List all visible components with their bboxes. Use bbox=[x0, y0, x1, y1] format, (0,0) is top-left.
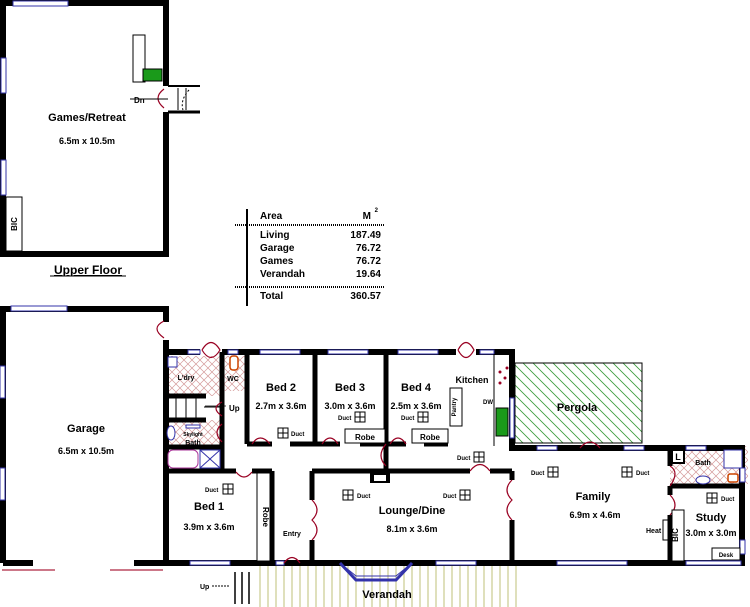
ground-floor: Garage 6.5m x 10.5m bbox=[0, 305, 748, 607]
bed4-name: Bed 4 bbox=[401, 382, 432, 394]
upper-floor-caption: Upper Floor bbox=[54, 263, 122, 277]
toilet-icon bbox=[229, 355, 239, 371]
bed4-size: 2.5m x 3.6m bbox=[390, 401, 441, 411]
robe-label: Robe bbox=[355, 433, 376, 442]
area-row-name: Games bbox=[260, 256, 294, 267]
bed1-size: 3.9m x 3.6m bbox=[183, 522, 234, 532]
desk-label: Desk bbox=[719, 553, 734, 559]
verandah bbox=[256, 565, 518, 607]
area-unit-sup: 2 bbox=[375, 208, 379, 214]
kitchen-label: Kitchen bbox=[455, 375, 488, 385]
robe-label: Robe bbox=[420, 433, 441, 442]
area-row-name: Verandah bbox=[260, 269, 305, 280]
toilet-icon bbox=[727, 473, 739, 483]
window bbox=[0, 57, 7, 94]
upper-floor: BIC Dn Games/Retreat 6.5m x 10.5m Upper … bbox=[0, 0, 200, 277]
heat-label: Heat bbox=[646, 528, 662, 535]
stairs-up-label: Up bbox=[229, 404, 240, 413]
doors bbox=[201, 341, 676, 564]
area-row-value: 187.49 bbox=[350, 230, 381, 241]
area-table: Area M 2 Living 187.49 Garage 76.72 Game… bbox=[235, 208, 385, 306]
lounge-size: 8.1m x 3.6m bbox=[386, 524, 437, 534]
area-row-value: 76.72 bbox=[356, 256, 381, 267]
duct-label: Duct bbox=[401, 416, 414, 422]
laundry-label: L'dry bbox=[178, 375, 195, 382]
duct-label: Duct bbox=[531, 471, 544, 477]
games-room-name: Games/Retreat bbox=[48, 112, 126, 124]
duct-label: Duct bbox=[721, 497, 734, 503]
fixture-icon bbox=[142, 68, 163, 82]
study-name: Study bbox=[696, 512, 727, 524]
bed2-name: Bed 2 bbox=[266, 382, 296, 394]
lounge-name: Lounge/Dine bbox=[379, 505, 446, 517]
duct-label: Duct bbox=[357, 494, 370, 500]
bed1-name: Bed 1 bbox=[194, 501, 224, 513]
sink-icon bbox=[167, 356, 178, 368]
window bbox=[0, 159, 7, 196]
duct-label: Duct bbox=[443, 494, 456, 500]
window bbox=[12, 0, 69, 7]
bic-cupboard bbox=[5, 196, 23, 252]
family-name: Family bbox=[576, 491, 612, 503]
skylight-label: Skylight bbox=[183, 432, 203, 438]
wc-label: WC bbox=[227, 376, 239, 383]
games-walls bbox=[0, 0, 169, 257]
door bbox=[156, 320, 165, 339]
duct-label: Duct bbox=[636, 471, 649, 477]
linen-label: L bbox=[675, 452, 681, 462]
duct-label: Duct bbox=[205, 488, 218, 494]
area-row-value: 76.72 bbox=[356, 243, 381, 254]
pantry-label: Pantry bbox=[452, 397, 458, 416]
verandah-label: Verandah bbox=[362, 589, 412, 601]
games-room-size: 6.5m x 10.5m bbox=[59, 136, 115, 146]
area-row-value: 19.64 bbox=[356, 269, 381, 280]
dn-label: Dn bbox=[134, 96, 145, 105]
duct-label: Duct bbox=[291, 432, 304, 438]
duct-label: Duct bbox=[338, 416, 351, 422]
garage-name: Garage bbox=[67, 423, 105, 435]
area-header: Area bbox=[260, 211, 283, 222]
garage-size: 6.5m x 10.5m bbox=[58, 446, 114, 456]
duct-label: Duct bbox=[457, 456, 470, 462]
robe-label: Robe bbox=[261, 507, 270, 528]
bath2-label: Bath bbox=[695, 460, 711, 467]
bic-label: BIC bbox=[671, 528, 680, 542]
shower-icon bbox=[723, 449, 743, 469]
pergola-label: Pergola bbox=[557, 402, 598, 414]
area-row-name: Living bbox=[260, 230, 289, 241]
dw-label: DW bbox=[483, 400, 493, 406]
bic-label: BIC bbox=[10, 217, 19, 231]
duct-markers: Duct Duct Duct Duct Duct Duct Duct Duct … bbox=[205, 411, 734, 504]
bathtub-icon bbox=[167, 449, 199, 469]
family-size: 6.9m x 4.6m bbox=[569, 510, 620, 520]
bed3-size: 3.0m x 3.6m bbox=[324, 401, 375, 411]
basin-icon bbox=[166, 425, 176, 441]
bed3-name: Bed 3 bbox=[335, 382, 365, 394]
area-total-value: 360.57 bbox=[350, 291, 381, 302]
area-row-name: Garage bbox=[260, 243, 295, 254]
pergola bbox=[514, 362, 643, 444]
bath-label: Bath bbox=[185, 440, 201, 447]
verandah-up-label: Up bbox=[200, 584, 209, 591]
basin-icon bbox=[695, 475, 711, 485]
area-unit: M bbox=[363, 211, 371, 222]
bed2-size: 2.7m x 3.6m bbox=[255, 401, 306, 411]
entry-label: Entry bbox=[283, 531, 301, 538]
sink-icon bbox=[495, 407, 509, 437]
door bbox=[157, 88, 165, 109]
study-size: 3.0m x 3.0m bbox=[685, 528, 736, 538]
area-total-name: Total bbox=[260, 291, 283, 302]
